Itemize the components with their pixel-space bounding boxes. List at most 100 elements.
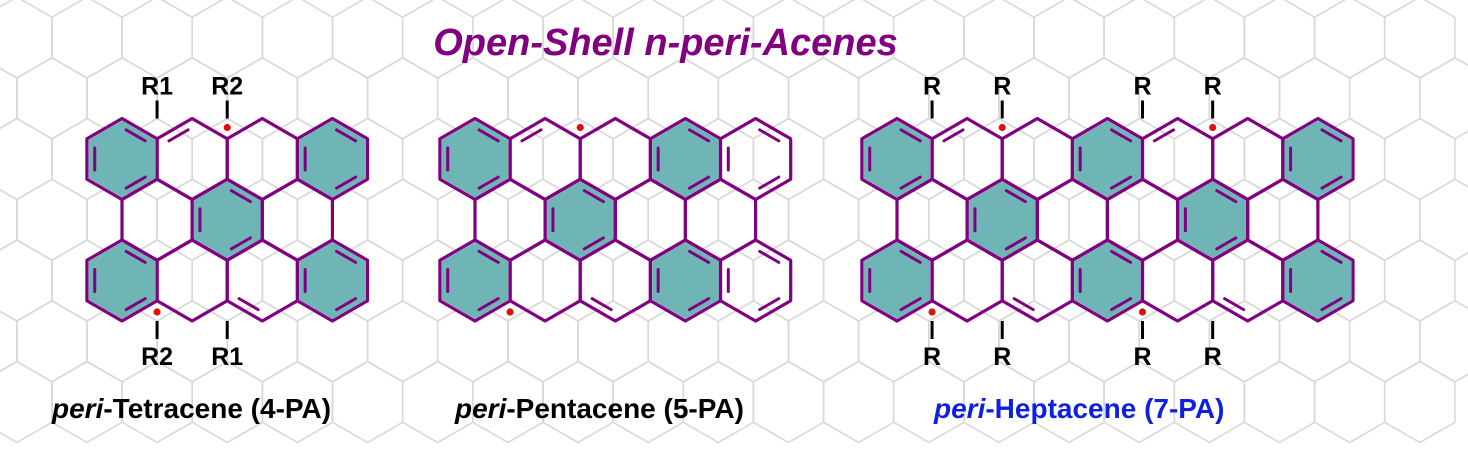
double-bond [477, 175, 500, 190]
double-bond [124, 249, 147, 264]
radical-dot [928, 308, 936, 316]
caption-7-pa: peri-Heptacene (7-PA) [934, 393, 1224, 425]
aromatic-ring-fill [652, 120, 719, 198]
grid-hex [16, 299, 88, 383]
double-bond [1320, 297, 1343, 312]
aromatic-ring-fill [1074, 242, 1141, 319]
grid-hex [507, 56, 579, 140]
double-bond [1215, 236, 1238, 251]
ring-bond [1000, 116, 1075, 202]
aromatic-ring-fill [299, 120, 366, 198]
grid-hex [717, 299, 790, 383]
substituent-label: R1 [211, 343, 243, 371]
molecule-5-pa [438, 116, 793, 323]
ring-bond [508, 116, 582, 202]
double-bond [1110, 175, 1133, 190]
grid-hex [1243, 360, 1316, 444]
double-bond [124, 297, 147, 312]
grid-hex [16, 178, 88, 262]
ring-bond [295, 238, 370, 323]
grid-hex [16, 56, 88, 140]
radical-dot [1138, 308, 1147, 316]
double-bond [1152, 128, 1176, 143]
double-bond [942, 128, 965, 143]
ring-bond [718, 238, 793, 323]
double-bond [477, 297, 500, 312]
ring-bond [578, 116, 653, 202]
caption-7-pa-prefix: peri [934, 393, 986, 424]
double-bond [582, 189, 605, 204]
double-bond [167, 128, 190, 143]
caption-4-pa-prefix: peri [52, 393, 104, 424]
double-bond [1110, 297, 1133, 312]
grid-hex [366, 178, 439, 262]
double-bond [335, 175, 358, 190]
grid-hex [1313, 360, 1386, 444]
double-bond [1110, 128, 1133, 143]
aromatic-ring-fill [88, 242, 156, 319]
grid-hex [1348, 56, 1421, 140]
ring-bond [930, 116, 1004, 202]
substituent-label: R [993, 73, 1011, 101]
grid-hex [787, 299, 860, 383]
grid-hex [507, 299, 579, 383]
grid-hex [0, 239, 53, 322]
double-bond [229, 236, 252, 251]
grid-hex [366, 299, 439, 383]
double-bond [758, 297, 781, 312]
aromatic-ring-fill [863, 120, 931, 198]
aromatic-ring-fill [1284, 120, 1352, 198]
double-bond [758, 249, 781, 264]
double-bond [899, 297, 922, 312]
aromatic-ring-fill [299, 242, 366, 319]
aromatic-ring-fill [863, 242, 931, 319]
ring-bond [1281, 238, 1355, 323]
radical-dot [1209, 123, 1217, 132]
aromatic-ring-fill [441, 120, 509, 198]
ring-bond [718, 116, 793, 202]
substituent-label: R [1133, 73, 1151, 101]
double-bond [229, 189, 252, 204]
double-bond [1004, 236, 1027, 251]
grid-hex [787, 56, 860, 140]
double-bond [688, 249, 711, 264]
double-bond [335, 297, 358, 312]
grid-hex [1419, 178, 1468, 262]
double-bond [335, 128, 358, 143]
grid-hex [787, 178, 860, 262]
aromatic-ring-fill [546, 181, 614, 259]
double-bond [582, 236, 605, 251]
substituent-label: R [1204, 343, 1222, 371]
double-bond [590, 297, 613, 312]
substituent-label: R [1133, 343, 1151, 371]
double-bond [335, 249, 358, 264]
grid-hex [331, 360, 404, 444]
grid-hex [0, 360, 53, 444]
double-bond [1215, 189, 1238, 204]
grid-hex [717, 178, 790, 262]
caption-4-pa-rest: -Tetracene (4-PA) [103, 393, 332, 424]
substituent-label: R1 [141, 73, 173, 101]
aromatic-ring-fill [441, 242, 509, 319]
caption-5-pa-prefix: peri [455, 393, 507, 424]
ring-bond [1140, 116, 1215, 202]
caption-5-pa: peri-Pentacene (5-PA) [455, 393, 744, 425]
double-bond [758, 128, 781, 143]
double-bond [1110, 249, 1133, 264]
aromatic-ring-fill [88, 120, 156, 198]
double-bond [688, 297, 711, 312]
double-bond [1004, 189, 1027, 204]
double-bond [688, 128, 711, 143]
grid-hex [1419, 56, 1468, 140]
double-bond [1320, 175, 1343, 190]
double-bond [520, 128, 543, 143]
radical-dot [998, 123, 1006, 132]
double-bond [477, 128, 500, 143]
double-bond [477, 249, 500, 264]
grid-hex [822, 360, 895, 444]
grid-hex [1383, 0, 1456, 79]
aromatic-ring-fill [1179, 181, 1246, 259]
